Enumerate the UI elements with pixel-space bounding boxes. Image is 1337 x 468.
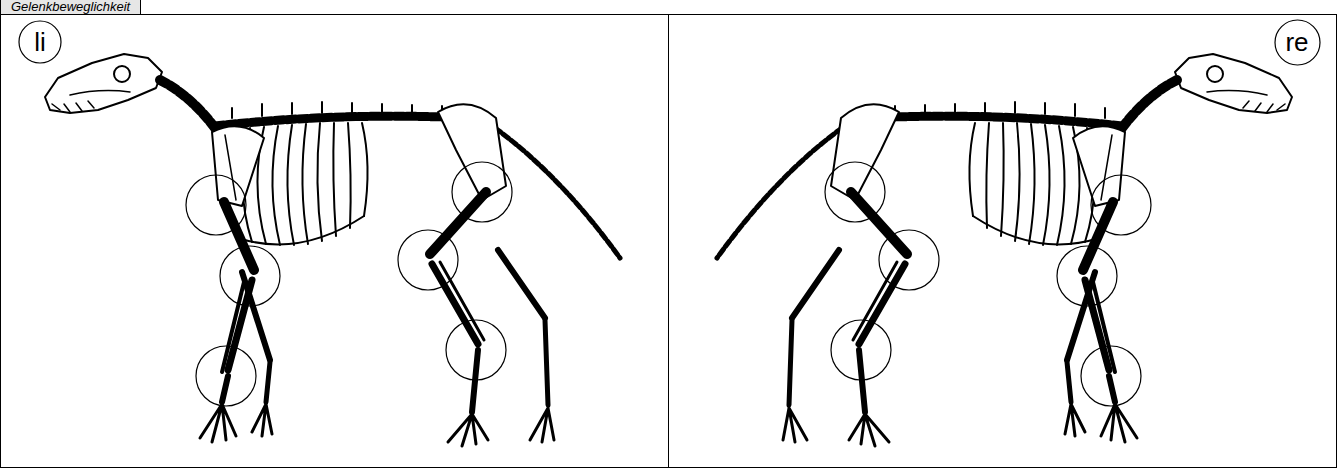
side-circle: re [1274, 19, 1321, 66]
dog-skeleton-right [717, 54, 1292, 446]
worksheet-title: Gelenkbeweglichkeit [11, 0, 130, 14]
title-tab: Gelenkbeweglichkeit [0, 0, 141, 15]
side-label: li [34, 29, 46, 55]
dog-skeleton-left [45, 54, 620, 446]
panel-frame [1, 15, 1337, 468]
side-circle: li [18, 20, 62, 64]
panel-divider [668, 14, 669, 468]
side-label: re [1285, 29, 1308, 55]
